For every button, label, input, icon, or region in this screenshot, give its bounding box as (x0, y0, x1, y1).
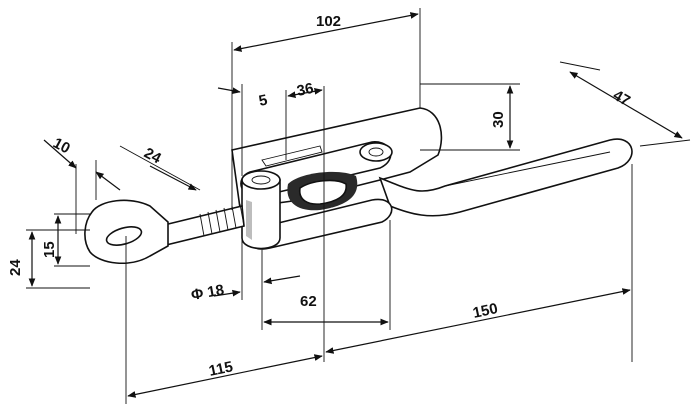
dim-36: 36 (295, 80, 315, 100)
threaded-rod (159, 203, 245, 247)
dimension-lines (26, 8, 691, 404)
dim-47: 47 (610, 87, 633, 110)
dim-62: 62 (300, 293, 317, 310)
dim-5: 5 (257, 92, 269, 110)
dim-150: 150 (471, 300, 499, 322)
dim-24-top: 24 (141, 145, 164, 168)
dim-15: 15 (41, 241, 58, 258)
spindle-top (241, 170, 281, 190)
dim-10: 10 (50, 135, 73, 158)
dim-115: 115 (207, 358, 234, 380)
clamp-body (84, 107, 633, 265)
dim-24-left: 24 (7, 259, 24, 276)
plate-slot (261, 145, 323, 167)
pivot-pin (359, 142, 393, 162)
dim-phi-18: Φ 18 (190, 281, 226, 304)
dim-30: 30 (490, 111, 507, 128)
dim-102: 102 (316, 13, 341, 30)
handle (378, 138, 633, 217)
